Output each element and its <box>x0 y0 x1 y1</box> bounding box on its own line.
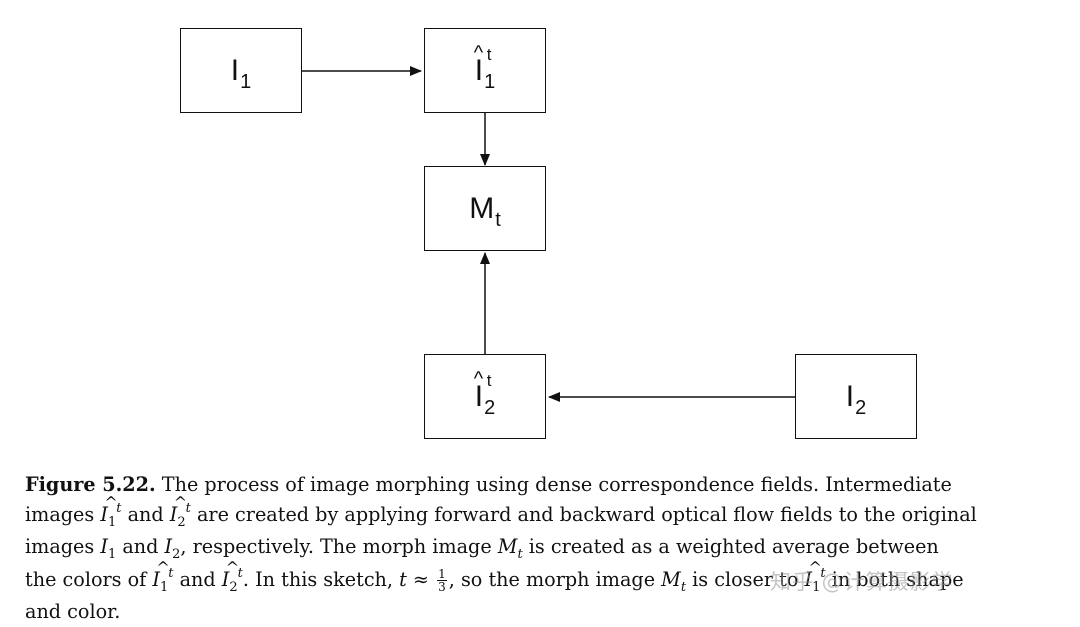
node-mt: Mt <box>424 166 546 251</box>
math-i1: I1 <box>100 535 117 562</box>
math-i2: I2 <box>164 535 181 562</box>
caption-line-2: images I1t and I2t are created by applyi… <box>25 488 1075 533</box>
math-mt-2: Mt <box>661 567 687 595</box>
node-i2-label: I2 <box>845 379 867 419</box>
figure-caption: Figure 5.22. The process of image morphi… <box>25 470 1075 627</box>
node-mt-label: Mt <box>469 191 501 231</box>
watermark: 知乎 @计算摄影学 <box>770 570 954 594</box>
math-i1-hat-2: I1t <box>152 553 173 595</box>
math-i1-hat: I1t <box>100 488 121 530</box>
node-i1-label: I1 <box>230 53 252 93</box>
math-t-approx: t ≈ <box>399 567 430 591</box>
math-mt: Mt <box>497 535 523 562</box>
figure-label: Figure 5.22. <box>25 473 156 496</box>
caption-line-3: images I1 and I2, respectively. The morp… <box>25 535 939 562</box>
node-i1: I1 <box>180 28 302 113</box>
caption-line-5: and color. <box>25 600 121 623</box>
caption-line-4: the colors of I1t and I2t. In this sketc… <box>25 553 1075 598</box>
math-i2-hat: I2t <box>170 488 191 530</box>
math-i2-hat-2: I2t <box>222 553 243 595</box>
math-i1-hat-3: I1t <box>805 553 826 595</box>
diagram-arrows <box>302 66 795 402</box>
node-i2: I2 <box>795 354 917 439</box>
caption-line-1: Figure 5.22. The process of image morphi… <box>25 473 952 496</box>
